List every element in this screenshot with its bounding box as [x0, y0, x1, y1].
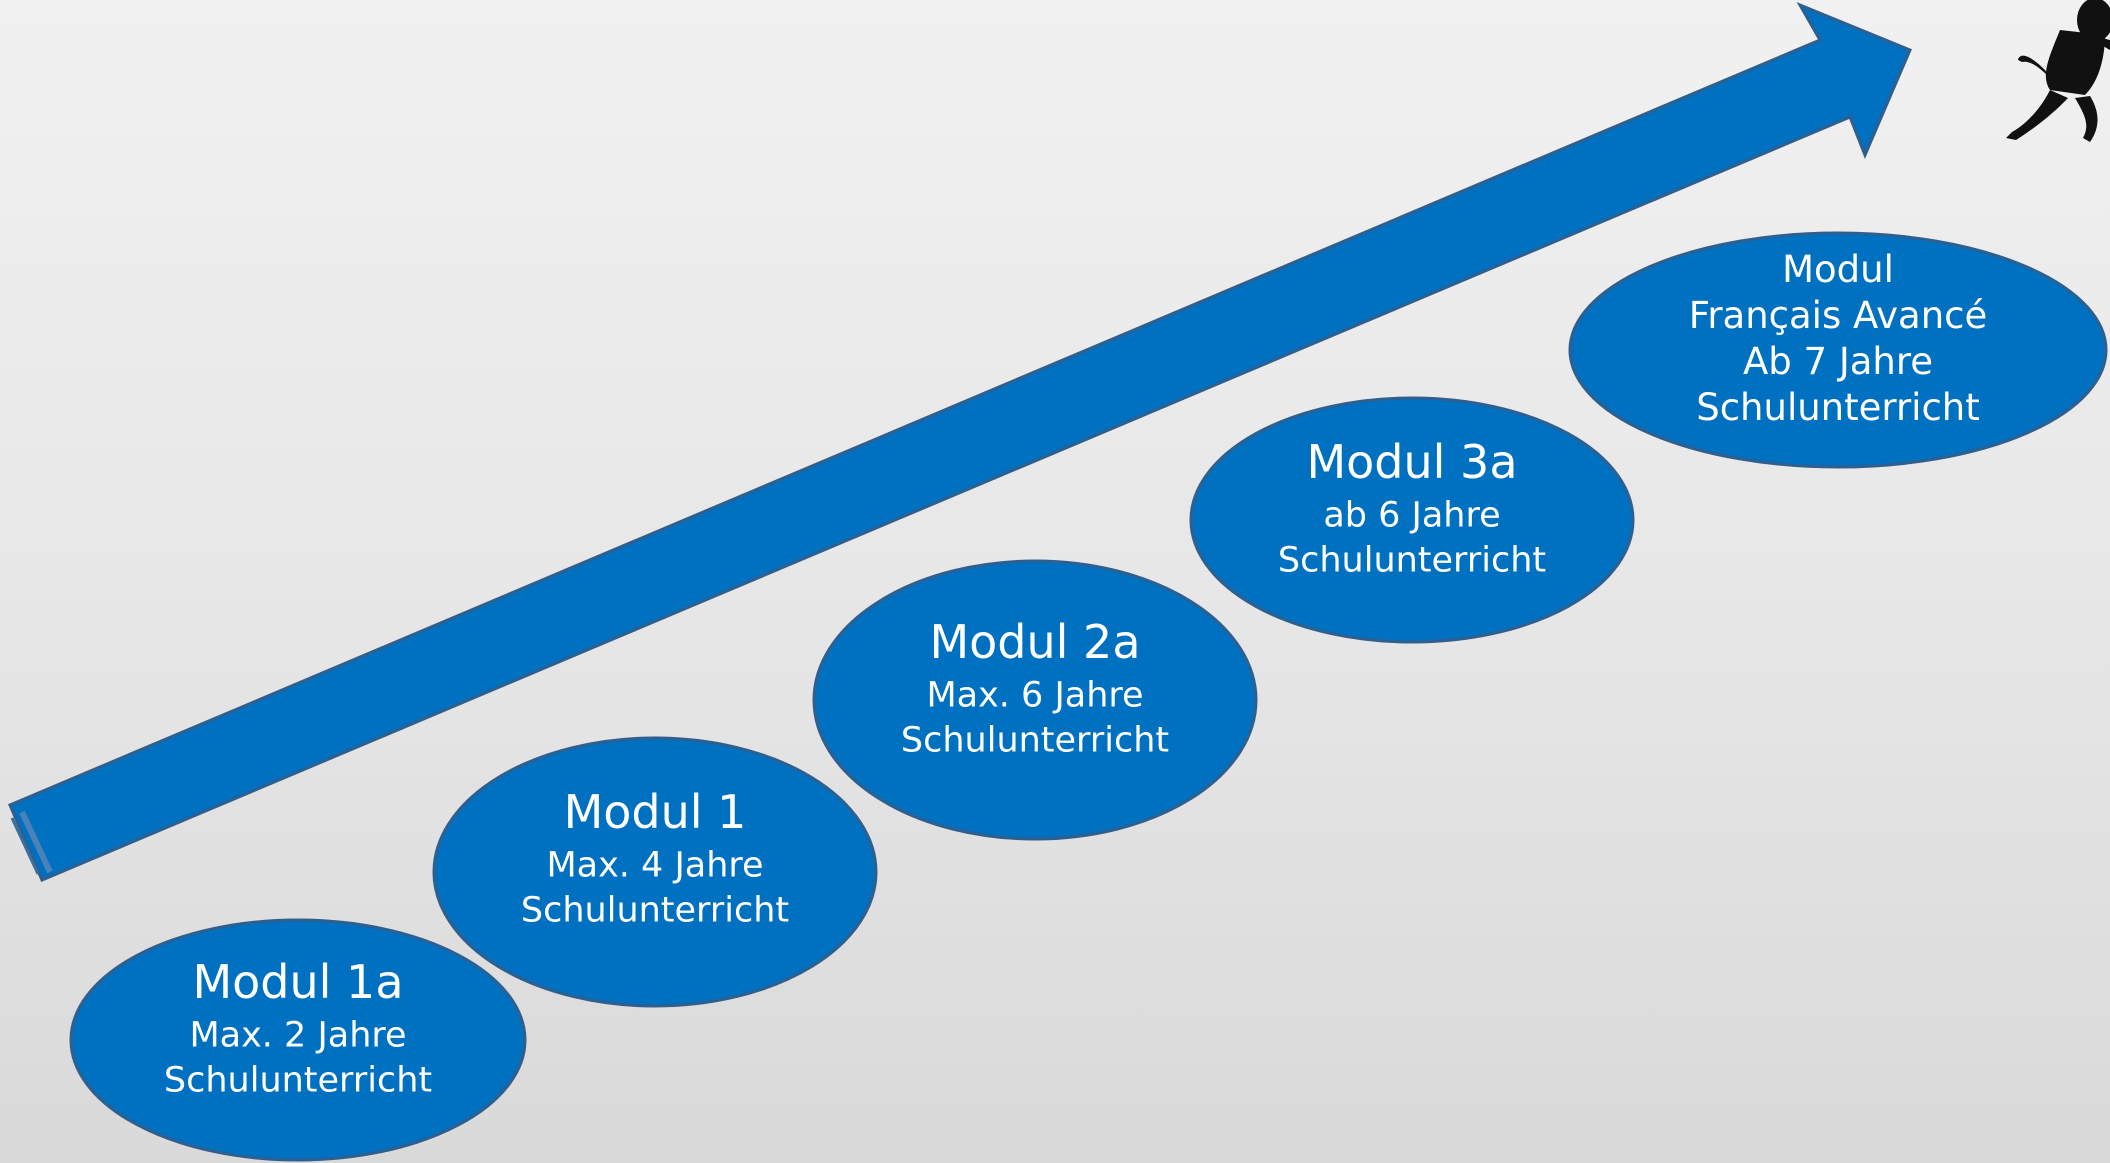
module-title: Modul 3a — [1306, 435, 1517, 489]
dancer-silhouette-icon — [2006, 0, 2110, 142]
module-ellipse — [1189, 396, 1635, 644]
module-title: Modul 1 — [564, 785, 747, 839]
module-ellipse — [1568, 231, 2108, 469]
module-detail: Max. 4 Jahre — [546, 845, 763, 885]
arrow-tail-stripe — [19, 810, 53, 874]
module-title: Modul 2a — [929, 615, 1140, 669]
module-detail: Schulunterricht — [164, 1060, 432, 1100]
module-ellipse — [69, 918, 527, 1162]
progress-arrow — [8, 1, 1912, 882]
module-title: Modul 1a — [192, 955, 403, 1009]
arrow-body — [8, 1, 1912, 882]
module-detail: Schulunterricht — [1696, 386, 1980, 429]
module-ellipse — [432, 736, 878, 1008]
module-title: Modul — [1782, 248, 1894, 291]
arrow-tail-stripe — [10, 817, 40, 875]
module-detail: Ab 7 Jahre — [1743, 340, 1933, 383]
module-detail: Schulunterricht — [1278, 540, 1546, 580]
module-detail: Schulunterricht — [521, 890, 789, 930]
module-detail: ab 6 Jahre — [1323, 495, 1500, 535]
module-detail: Max. 2 Jahre — [189, 1015, 406, 1055]
module-detail: Max. 6 Jahre — [926, 675, 1143, 715]
module-ellipse — [812, 559, 1258, 841]
module-detail: Schulunterricht — [901, 720, 1169, 760]
module-detail: Français Avancé — [1689, 294, 1988, 337]
